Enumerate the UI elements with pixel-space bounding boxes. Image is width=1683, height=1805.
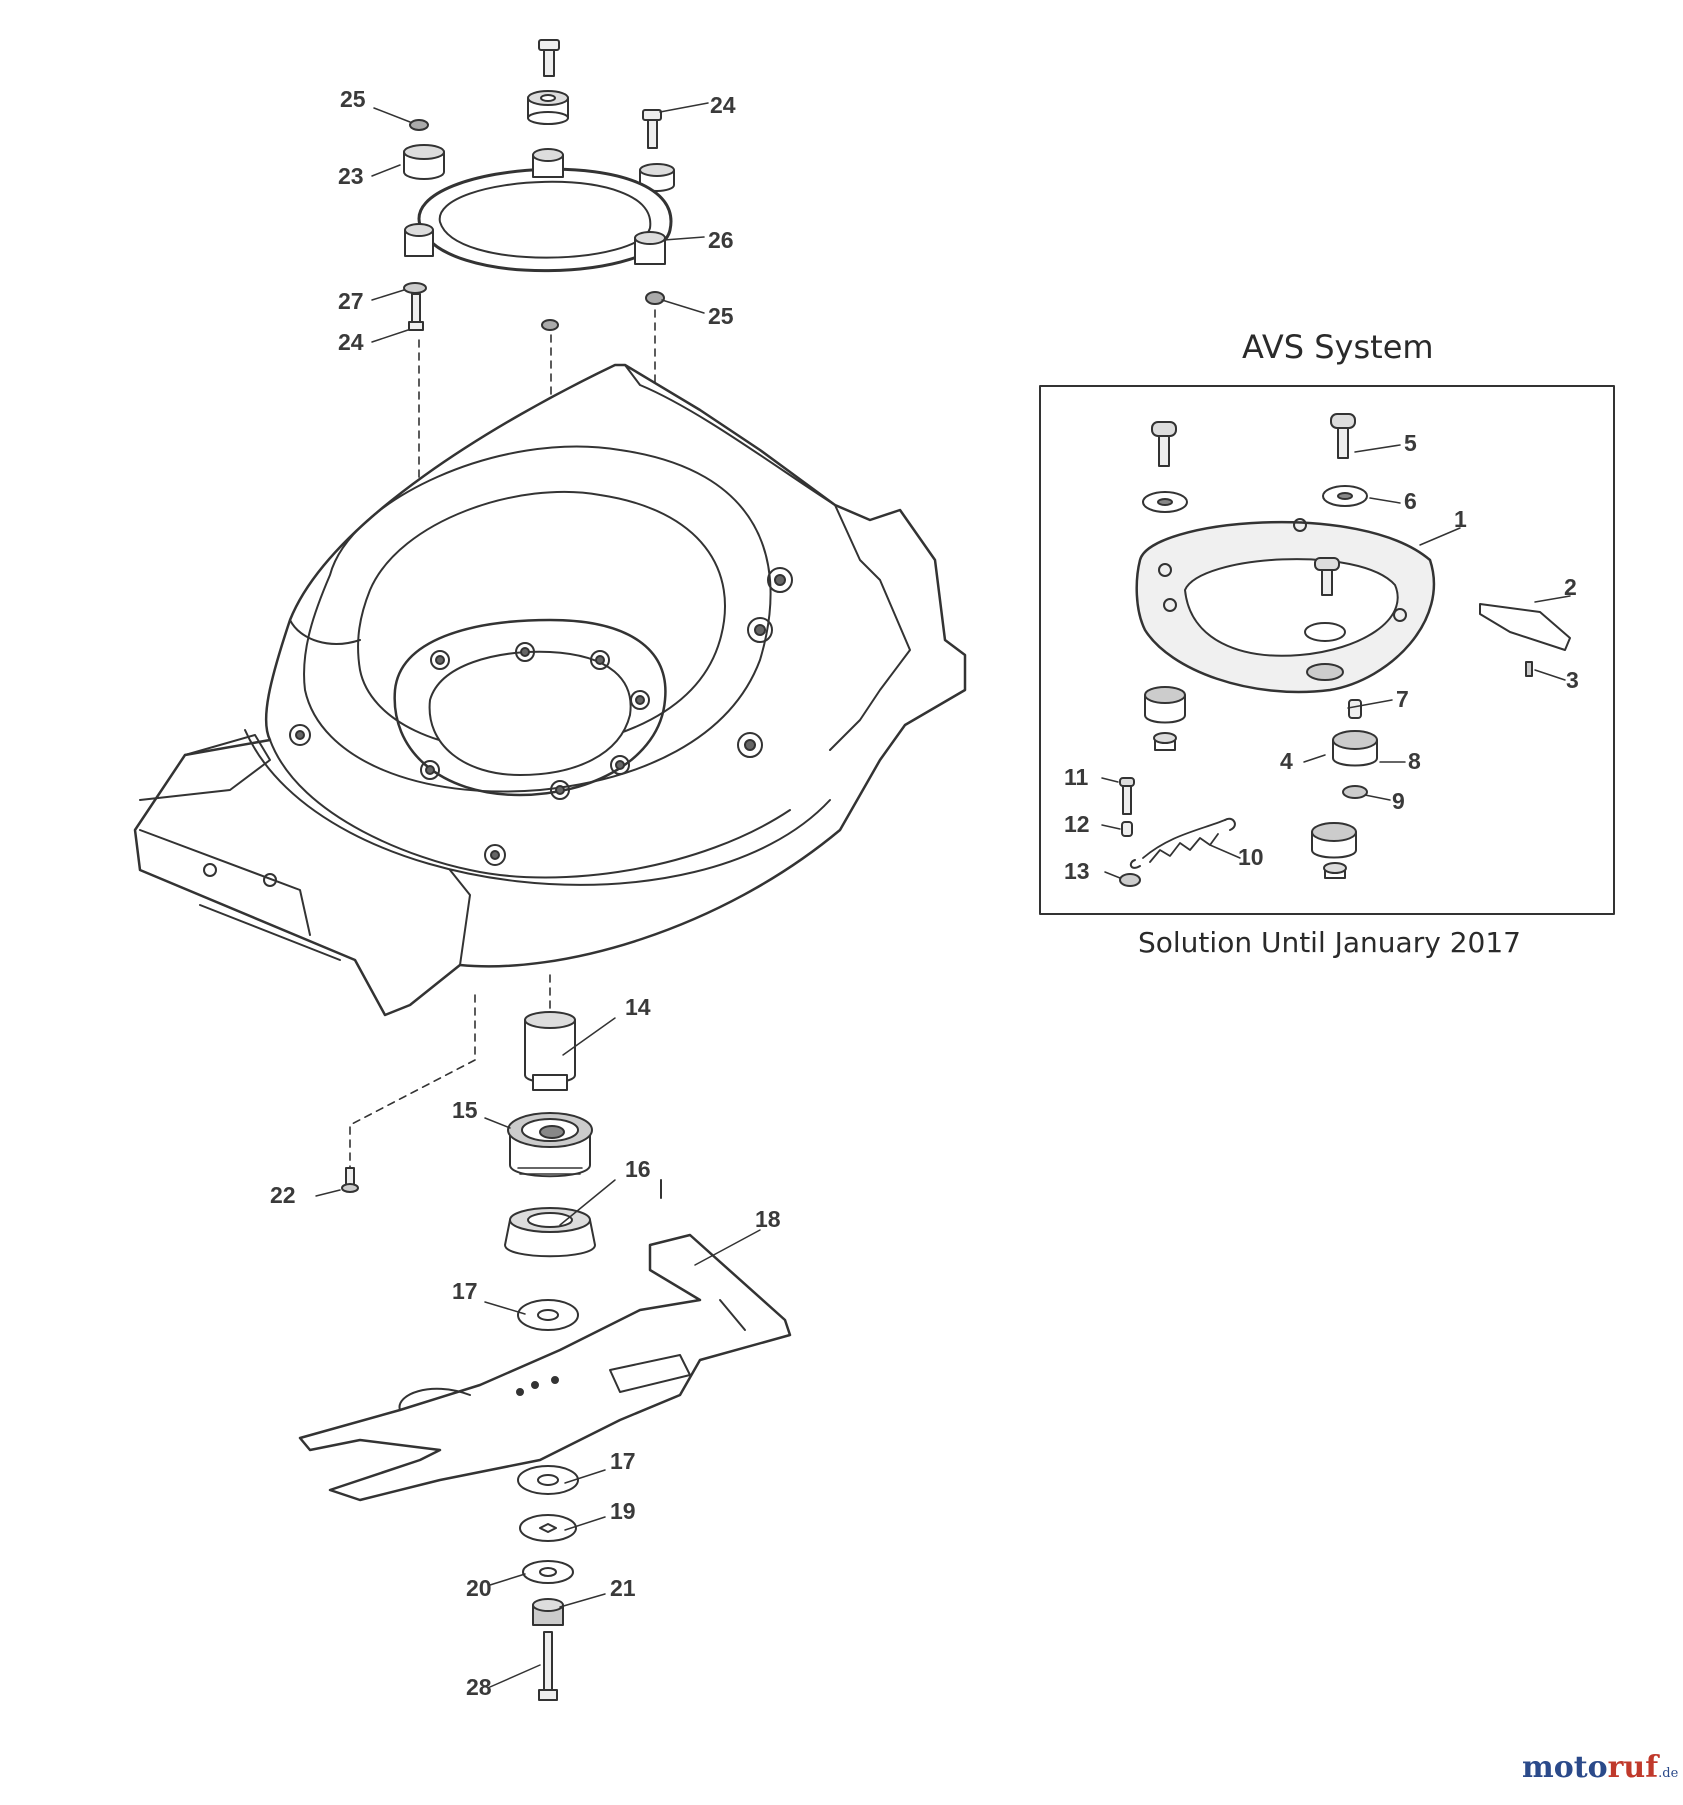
avs-label-13: 13: [1064, 858, 1090, 884]
part-label-24: 24: [710, 92, 736, 118]
spacer-top: [527, 90, 569, 125]
nut-21: [532, 1598, 564, 1626]
part-label-25: 25: [340, 86, 366, 112]
part-label-15: 15: [452, 1097, 478, 1123]
part-label-18: 18: [755, 1206, 781, 1232]
washer-27: [403, 282, 427, 294]
part-label-27: 27: [338, 288, 364, 314]
nut-center: [541, 319, 559, 331]
avs-label-9: 9: [1392, 788, 1405, 814]
avs-label-12: 12: [1064, 811, 1090, 837]
spacer-ring-right: [639, 163, 675, 192]
top-bolt: [538, 39, 560, 77]
bolt-28: [538, 1631, 558, 1701]
avs-caption: Solution Until January 2017: [1138, 926, 1521, 959]
avs-label-8: 8: [1408, 748, 1421, 774]
avs-label-4: 4: [1280, 748, 1293, 774]
watermark-suffix: .de: [1658, 1766, 1679, 1781]
part-label-16: 16: [625, 1156, 651, 1182]
nut-25-bottom: [645, 291, 665, 305]
adapter-14: [524, 1011, 576, 1091]
part-label-25: 25: [708, 303, 734, 329]
avs-label-11: 11: [1064, 764, 1089, 790]
avs-label-6: 6: [1404, 488, 1417, 514]
leader-lines: [315, 102, 761, 1688]
part-label-21: 21: [610, 1575, 636, 1601]
watermark-part1: moto: [1522, 1750, 1608, 1785]
washer-17-bottom: [517, 1465, 579, 1495]
ring-26: [404, 148, 673, 273]
hub-16: [504, 1207, 596, 1258]
part-label-14: 14: [625, 994, 651, 1020]
washer-19: [519, 1514, 577, 1542]
part-label-26: 26: [708, 227, 734, 253]
avs-title: AVS System: [1242, 328, 1434, 366]
part-label-17: 17: [452, 1278, 478, 1304]
bearing-15: [507, 1112, 593, 1178]
part-label-19: 19: [610, 1498, 636, 1524]
bolt-24-top: [642, 109, 662, 149]
nut-25-top: [409, 119, 429, 131]
avs-label-10: 10: [1238, 844, 1264, 870]
part-label-28: 28: [466, 1674, 492, 1700]
spacer-23: [403, 144, 445, 180]
part-label-24: 24: [338, 329, 364, 355]
avs-label-2: 2: [1564, 574, 1577, 600]
washer-20: [522, 1560, 574, 1584]
avs-label-7: 7: [1396, 686, 1409, 712]
avs-label-5: 5: [1404, 430, 1417, 456]
avs-leader-lines: [1101, 444, 1571, 879]
blade-18: [298, 1233, 792, 1502]
avs-label-1: 1: [1454, 506, 1467, 532]
washer-17-top: [517, 1299, 579, 1331]
part-label-17: 17: [610, 1448, 636, 1474]
bolt-24-bottom: [408, 293, 424, 331]
watermark-logo: motoruf.de: [1522, 1750, 1678, 1785]
mower-deck: [133, 363, 967, 1017]
part-label-20: 20: [466, 1575, 492, 1601]
part-label-22: 22: [270, 1182, 296, 1208]
bolt-22: [341, 1167, 359, 1193]
watermark-part2: ruf: [1607, 1750, 1659, 1785]
part-label-23: 23: [338, 163, 364, 189]
avs-label-3: 3: [1566, 667, 1579, 693]
avs-parts: [1119, 413, 1571, 887]
